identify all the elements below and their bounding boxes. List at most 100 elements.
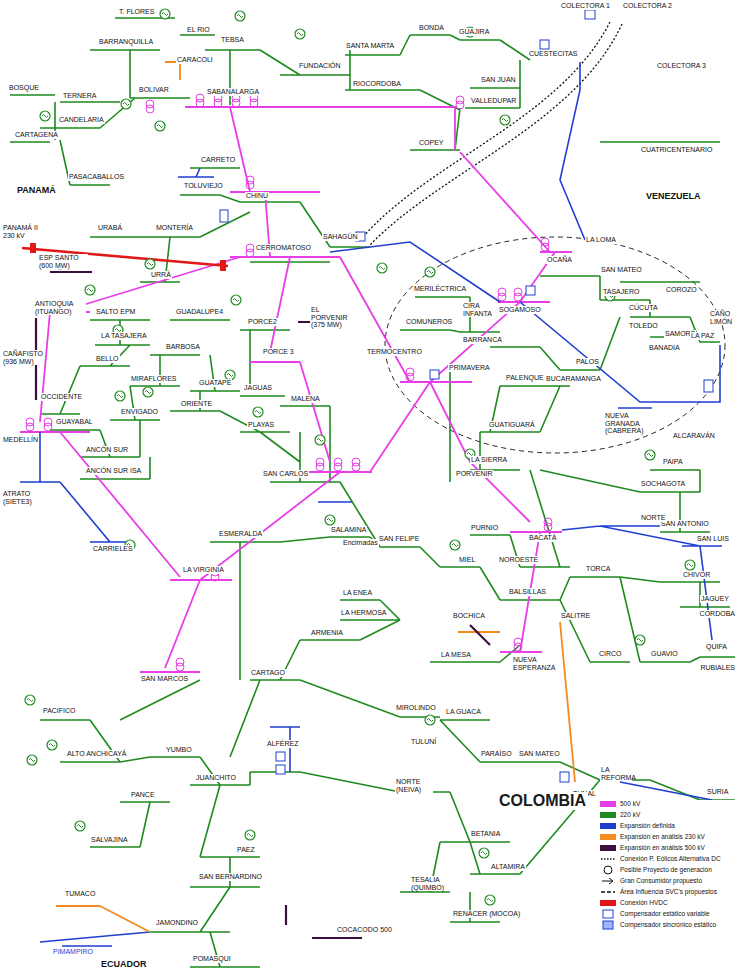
- substation-label: COLECTORA 2: [622, 2, 673, 10]
- substation-label: CARRETO: [200, 156, 236, 164]
- svc-area: [385, 237, 725, 453]
- hvdc-station: [30, 243, 36, 253]
- legend-row: Compensador estático variable: [600, 910, 736, 917]
- substation-label: SAN CARLOS: [262, 470, 309, 478]
- substation-label: TORCA: [585, 565, 611, 573]
- substation-label: OCAÑA: [546, 256, 573, 264]
- generator-wave: [247, 834, 253, 837]
- substation-label: QUIFA: [705, 643, 728, 651]
- generator-wave: [487, 899, 493, 902]
- substation-label: COMUNEROS: [405, 318, 453, 326]
- substation-label: GUADALUPE4: [175, 308, 224, 316]
- substation-label: NOROESTE: [498, 556, 539, 564]
- substation-label: PRIMAVERA: [448, 364, 491, 372]
- generator-symbol: [155, 121, 165, 131]
- substation-label: TASAJERO: [602, 288, 640, 296]
- substation-label: SAN JUAN: [480, 76, 517, 84]
- legend-symbol: [600, 876, 616, 886]
- substation-label: MONTERÍA: [155, 224, 194, 232]
- substation-label: MIRAFLORES: [130, 375, 178, 383]
- generator-symbol: [500, 115, 510, 125]
- legend-symbol: [600, 909, 616, 919]
- legend-symbol: [600, 887, 616, 897]
- generator-symbol: [315, 435, 325, 445]
- substation-label: PURNIO: [470, 524, 499, 532]
- substation-label: PACIFICO: [42, 707, 77, 715]
- substation-label: ORIENTE: [180, 400, 213, 408]
- substation-label: NORTE (NEIVA): [395, 778, 433, 793]
- substation-label: NORTE: [640, 514, 666, 522]
- substation-label: ANCÓN SUR: [85, 446, 129, 454]
- substation-label: TERMOCENTRO: [366, 348, 423, 356]
- legend-symbol: [600, 865, 616, 875]
- substation-label: URABÁ: [97, 224, 123, 232]
- substation-label: ALTAMIRA: [490, 863, 526, 871]
- substation-label: URRÁ: [150, 271, 172, 279]
- substation-label: RIOCORDOBA: [352, 80, 402, 88]
- map-title: COLOMBIA: [497, 792, 588, 810]
- generator-symbol: [485, 895, 495, 905]
- substation-label: TULUNÍ: [410, 738, 437, 746]
- substation-label: SAHAGÚN: [322, 233, 359, 241]
- legend-text: Posible Proyecto de generación: [620, 866, 736, 873]
- generator-symbol: [450, 540, 460, 550]
- substation-label: LA VIRGINIA: [182, 566, 225, 574]
- generator-wave: [687, 564, 693, 567]
- legend-swatch: [600, 900, 616, 906]
- substation-label: BOCHICA: [452, 612, 486, 620]
- line-analysis-500: [36, 272, 490, 938]
- substation-label: SANTA MARTA: [345, 42, 395, 50]
- generator-symbol: [27, 755, 37, 765]
- substation-label: CIRA INFANTA: [462, 302, 496, 317]
- substation-label: TESALIA (QUIMBO): [410, 876, 448, 891]
- substation-label: T. FLORES: [118, 8, 155, 16]
- legend-symbol-shape: [603, 921, 613, 929]
- substation-label: CARTAGENA: [14, 131, 59, 139]
- substation-label: COROZO: [665, 286, 698, 294]
- substation-label: BARRANCA: [462, 336, 503, 344]
- substation-label: FUNDACIÓN: [298, 62, 342, 70]
- substation-label: SAN ANTONIO: [660, 520, 710, 528]
- legend-row: Expansión definida: [600, 822, 736, 829]
- substation-label: PAEZ: [236, 846, 256, 854]
- substation-label: JUANCHITO: [195, 774, 237, 782]
- substation-label: LA GUACA: [445, 708, 482, 716]
- substation-label: PASACABALLOS: [68, 173, 125, 181]
- substation-label: EL RIO: [186, 26, 211, 34]
- substation-label: BONDA: [418, 24, 445, 32]
- generator-symbol: [295, 29, 305, 39]
- generator-wave: [427, 719, 433, 722]
- line-expansion: [20, 62, 722, 946]
- substation-label: GUAJIRA: [458, 28, 490, 36]
- substation-label: ECUADOR: [100, 960, 148, 970]
- substation-label: ALCARAVÁN: [672, 432, 716, 440]
- legend-row: 500 kV: [600, 800, 736, 807]
- substation-label: PORCE 3: [262, 348, 295, 356]
- substation-label: CÚCUTA: [628, 304, 659, 312]
- substation-label: LA HERMOSA: [340, 609, 388, 617]
- generator-symbol: [47, 740, 57, 750]
- legend-symbol-shape: [601, 891, 615, 892]
- substation-label: CARTAGO: [250, 669, 286, 677]
- substation-label: BARRANQUILLA: [98, 38, 154, 46]
- wind-dc-link: [362, 22, 622, 245]
- substation-label: LA PAZ: [690, 332, 715, 340]
- substation-label: COLECTORA 3: [656, 62, 707, 70]
- legend-text: Conexión HVDC: [620, 899, 736, 906]
- substation-label: POMASQUI: [192, 955, 232, 963]
- substation-label: VALLEDUPAR: [470, 97, 517, 105]
- generator-symbol: [425, 267, 435, 277]
- generator-symbol: [25, 695, 35, 705]
- legend-swatch: [600, 823, 616, 829]
- substation-label: BELLO: [95, 355, 120, 363]
- generator-wave: [502, 119, 508, 122]
- legend-symbol: [600, 920, 616, 930]
- generator-symbol: [635, 635, 645, 645]
- generator-wave: [145, 391, 151, 394]
- legend-row: Expansión en análisis 500 kV: [600, 844, 736, 851]
- substation-label: NUEVA GRANADA (CABRERA): [604, 412, 646, 435]
- legend-row: Expansión en análisis 230 kV: [600, 833, 736, 840]
- substation-label: RENACER (MOCOA): [452, 910, 521, 918]
- substation-label: LA ENEA: [342, 589, 373, 597]
